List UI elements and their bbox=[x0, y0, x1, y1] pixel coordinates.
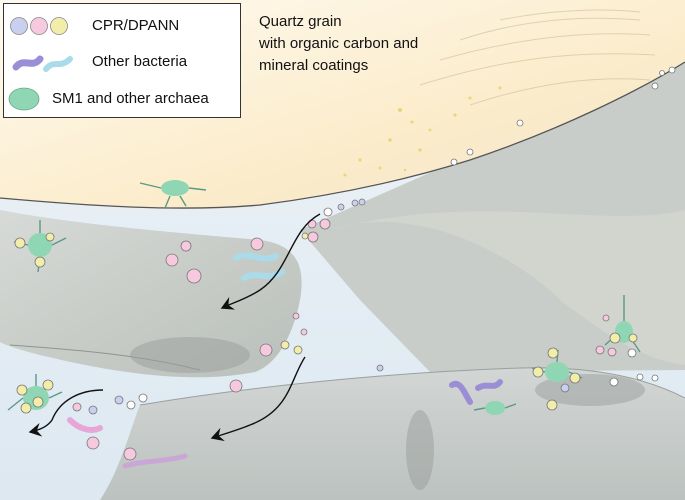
caption-line: with organic carbon and bbox=[259, 35, 419, 52]
legend: CPR/DPANN Other bacteria SM1 and other a… bbox=[3, 3, 241, 118]
bacterium-purple bbox=[449, 380, 473, 405]
legend-label: Other bacteria bbox=[92, 53, 188, 70]
bacteria-icon bbox=[12, 55, 73, 72]
archaeon-sm1 bbox=[473, 401, 517, 415]
lower-mineral-grain bbox=[100, 367, 685, 500]
cpr-dpann-cells bbox=[14, 66, 676, 461]
caption-line: mineral coatings bbox=[259, 57, 369, 74]
legend-item-cpr-dpann: CPR/DPANN bbox=[4, 11, 240, 41]
arrow-down-left bbox=[220, 213, 321, 310]
quartz-grain-caption: Quartz grain with organic carbon and min… bbox=[259, 11, 509, 77]
organic-carbon-specks bbox=[343, 86, 502, 177]
caption-line: Quartz grain bbox=[259, 13, 342, 30]
legend-item-other-bacteria: Other bacteria bbox=[4, 47, 240, 77]
archaea-icon bbox=[8, 87, 40, 111]
bacterium-cyan bbox=[241, 269, 285, 281]
migration-arrows bbox=[28, 213, 321, 442]
bacterium-pink bbox=[67, 417, 103, 433]
other-bacteria-group bbox=[67, 252, 503, 469]
cpr-dpann-cells-icon bbox=[10, 17, 68, 35]
arrow-down-left bbox=[210, 356, 306, 442]
right-rock-highlight bbox=[330, 210, 685, 365]
quartz-texture bbox=[419, 9, 656, 106]
quartz-grain-edge bbox=[0, 61, 685, 209]
bacterium-cyan bbox=[233, 252, 279, 262]
bacterium-purple bbox=[475, 379, 503, 391]
bacterium-purple bbox=[122, 453, 188, 469]
legend-label: SM1 and other archaea bbox=[52, 90, 209, 107]
legend-item-sm1-archaea: SM1 and other archaea bbox=[4, 84, 240, 114]
arrow-down-left bbox=[28, 389, 104, 437]
legend-label: CPR/DPANN bbox=[92, 17, 180, 34]
left-mineral-grain bbox=[0, 210, 302, 378]
archaeon-sm1 bbox=[139, 180, 207, 209]
